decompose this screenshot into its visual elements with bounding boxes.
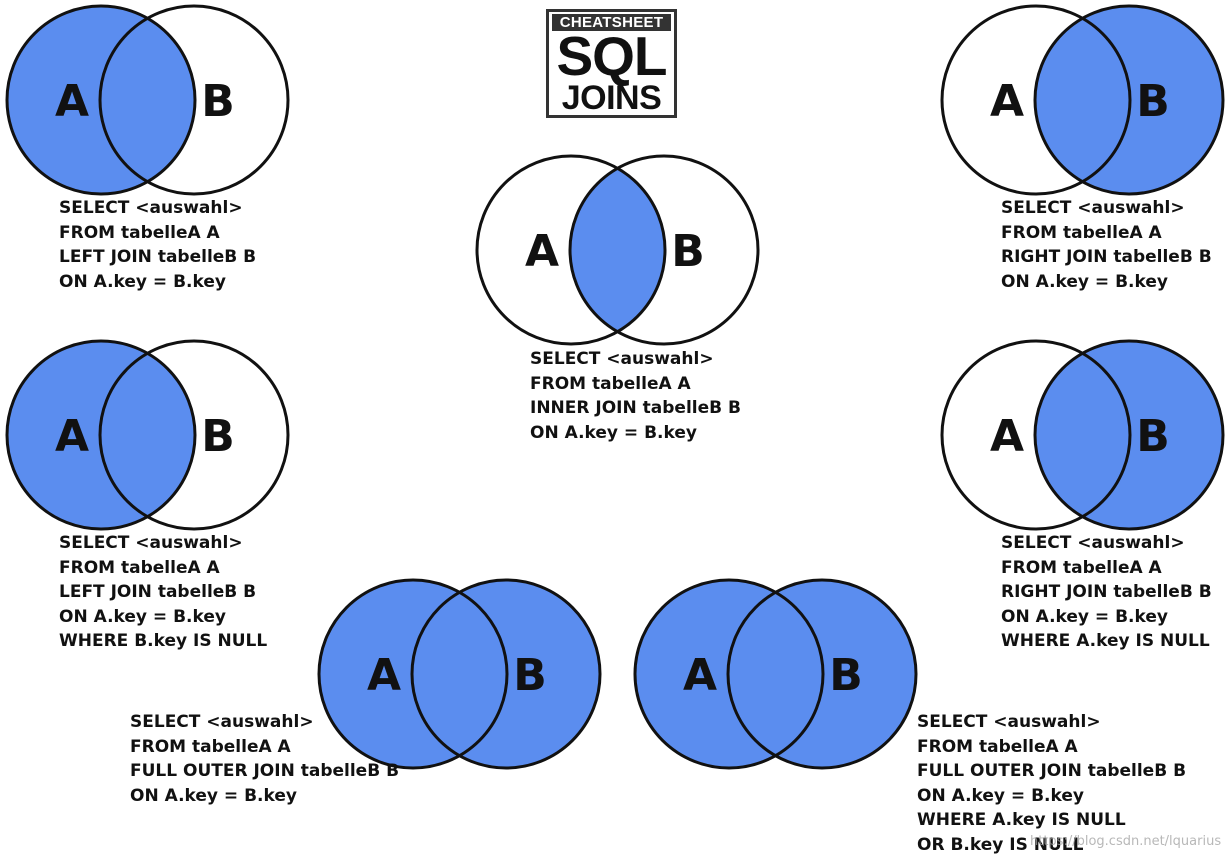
- sql-line: FULL OUTER JOIN tabelleB B: [917, 761, 1187, 782]
- sql-line: WHERE A.key IS NULL: [1001, 631, 1210, 652]
- sql-line: FROM tabelleA A: [1001, 222, 1162, 243]
- sql-line: FROM tabelleA A: [530, 373, 691, 394]
- sql-line: SELECT <auswahl>: [1001, 533, 1185, 553]
- title-main: SQL: [556, 25, 667, 87]
- set-b-label: B: [829, 650, 863, 701]
- sql-line: FROM tabelleA A: [59, 222, 220, 243]
- sql-inner-join: SELECT <auswahl> FROM tabelleA A INNER JOI…: [530, 347, 741, 445]
- sql-line: ON A.key = B.key: [59, 271, 226, 292]
- sql-line: INNER JOIN tabelleB B: [530, 398, 741, 419]
- sql-line: ON A.key = B.key: [59, 606, 226, 627]
- sql-line: SELECT <auswahl>: [530, 349, 714, 369]
- set-b-circle: [98, 4, 290, 196]
- sql-line: SELECT <auswahl>: [59, 533, 243, 553]
- set-a-label: A: [990, 411, 1024, 462]
- sql-line: WHERE A.key IS NULL: [917, 810, 1126, 831]
- sql-line: ON A.key = B.key: [130, 785, 297, 806]
- sql-line: RIGHT JOIN tabelleB B: [1001, 582, 1212, 603]
- sql-line: FULL OUTER JOIN tabelleB B: [130, 761, 400, 782]
- set-a-label: A: [367, 650, 401, 701]
- sql-line: SELECT <auswahl>: [59, 198, 243, 218]
- sql-right-join: SELECT <auswahl> FROM tabelleA A RIGHT JOI…: [1001, 196, 1212, 294]
- sql-line: LEFT JOIN tabelleB B: [59, 582, 257, 603]
- sql-right-only: SELECT <auswahl> FROM tabelleA A RIGHT JOI…: [1001, 531, 1212, 654]
- set-b-label: B: [513, 650, 547, 701]
- watermark: https://blog.csdn.net/lquarius: [1030, 834, 1222, 849]
- set-b-label: B: [201, 411, 235, 462]
- set-a-label: A: [990, 76, 1024, 127]
- set-a-circle: [940, 4, 1132, 196]
- sql-line: SELECT <auswahl>: [1001, 198, 1185, 218]
- sql-line: ON A.key = B.key: [530, 422, 697, 443]
- cheatsheet-title: CHEATSHEET SQL JOINS: [546, 9, 677, 118]
- sql-line: FROM tabelleA A: [1001, 557, 1162, 578]
- set-b-label: B: [671, 226, 705, 277]
- set-b-circle: [1033, 4, 1225, 196]
- venn-region-intersection: [570, 168, 665, 332]
- set-b-circle: [98, 339, 290, 531]
- set-a-label: A: [525, 226, 559, 277]
- set-b-circle: [1033, 339, 1225, 531]
- set-b-circle: [568, 154, 760, 346]
- sql-line: RIGHT JOIN tabelleB B: [1001, 247, 1212, 268]
- set-a-circle: [633, 578, 825, 770]
- set-b-label: B: [201, 76, 235, 127]
- set-a-circle: [940, 339, 1132, 531]
- sql-line: WHERE B.key IS NULL: [59, 631, 268, 652]
- set-a-circle: [5, 4, 197, 196]
- sql-line: ON A.key = B.key: [1001, 606, 1168, 627]
- sql-line: ON A.key = B.key: [1001, 271, 1168, 292]
- set-a-circle: [475, 154, 667, 346]
- sql-line: FROM tabelleA A: [130, 736, 291, 757]
- title-top: CHEATSHEET: [552, 14, 671, 31]
- set-a-circle: [317, 578, 509, 770]
- sql-line: FROM tabelleA A: [917, 736, 1078, 757]
- sql-line: ON A.key = B.key: [917, 785, 1084, 806]
- set-b-circle: [726, 578, 918, 770]
- set-b-circle: [410, 578, 602, 770]
- sql-line: SELECT <auswahl>: [917, 712, 1101, 732]
- set-b-label: B: [1136, 76, 1170, 127]
- sql-line: LEFT JOIN tabelleB B: [59, 247, 257, 268]
- sql-line: SELECT <auswahl>: [130, 712, 314, 732]
- sql-full-outer-join: SELECT <auswahl> FROM tabelleA A FULL OUTE…: [130, 710, 399, 808]
- set-a-label: A: [683, 650, 717, 701]
- set-a-circle: [5, 339, 197, 531]
- set-b-label: B: [1136, 411, 1170, 462]
- title-sub: JOINS: [561, 79, 662, 117]
- set-a-label: A: [55, 76, 89, 127]
- sql-line: FROM tabelleA A: [59, 557, 220, 578]
- sql-full-outer-exclusive: SELECT <auswahl> FROM tabelleA A FULL OUTE…: [917, 710, 1186, 858]
- set-a-label: A: [55, 411, 89, 462]
- sql-line: OR B.key IS NULL: [917, 834, 1084, 855]
- sql-left-join: SELECT <auswahl> FROM tabelleA A LEFT JOIN…: [59, 196, 256, 294]
- sql-left-only: SELECT <auswahl> FROM tabelleA A LEFT JOIN…: [59, 531, 267, 654]
